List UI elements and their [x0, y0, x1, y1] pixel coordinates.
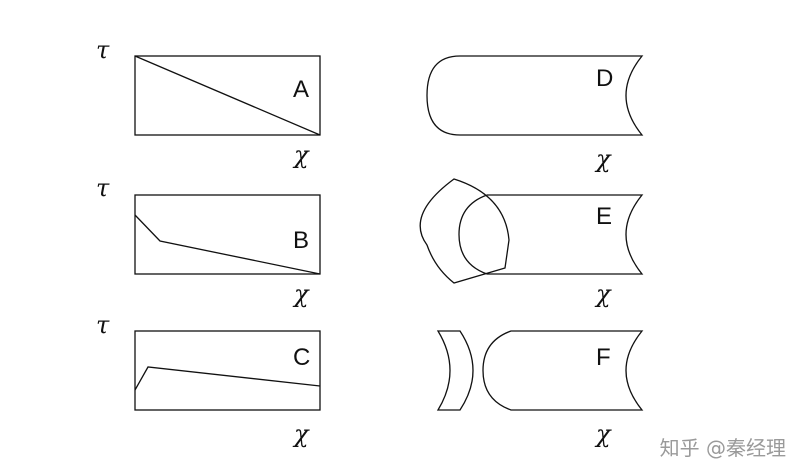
box-a	[134, 55, 321, 136]
box-b	[134, 194, 321, 275]
shape-f-body	[482, 330, 644, 411]
chi-label-a: χ	[292, 141, 310, 169]
curve-c	[134, 366, 321, 391]
chi-label-f: χ	[594, 420, 612, 448]
box-c	[134, 330, 321, 411]
curve-a	[134, 55, 321, 136]
label-b: B	[293, 227, 309, 254]
chi-label-e: χ	[594, 280, 612, 308]
chi-label-d: χ	[594, 145, 612, 173]
chi-label-b: χ	[292, 280, 310, 308]
tau-label-b: τ	[96, 174, 110, 202]
label-f: F	[596, 344, 611, 371]
shape-e-fragment	[419, 178, 510, 284]
shape-f-crescent	[436, 330, 474, 411]
label-c: C	[293, 344, 310, 371]
label-e: E	[596, 203, 612, 230]
curve-b	[134, 214, 321, 275]
watermark: 知乎 @秦经理	[659, 436, 786, 460]
shape-e-inner-arc	[458, 194, 488, 275]
tau-label-a: τ	[96, 36, 110, 64]
tau-label-c: τ	[96, 311, 110, 339]
label-d: D	[596, 65, 613, 92]
shape-d	[426, 55, 644, 136]
label-a: A	[293, 76, 309, 103]
chi-label-c: χ	[292, 420, 310, 448]
shape-e-body	[487, 194, 644, 275]
